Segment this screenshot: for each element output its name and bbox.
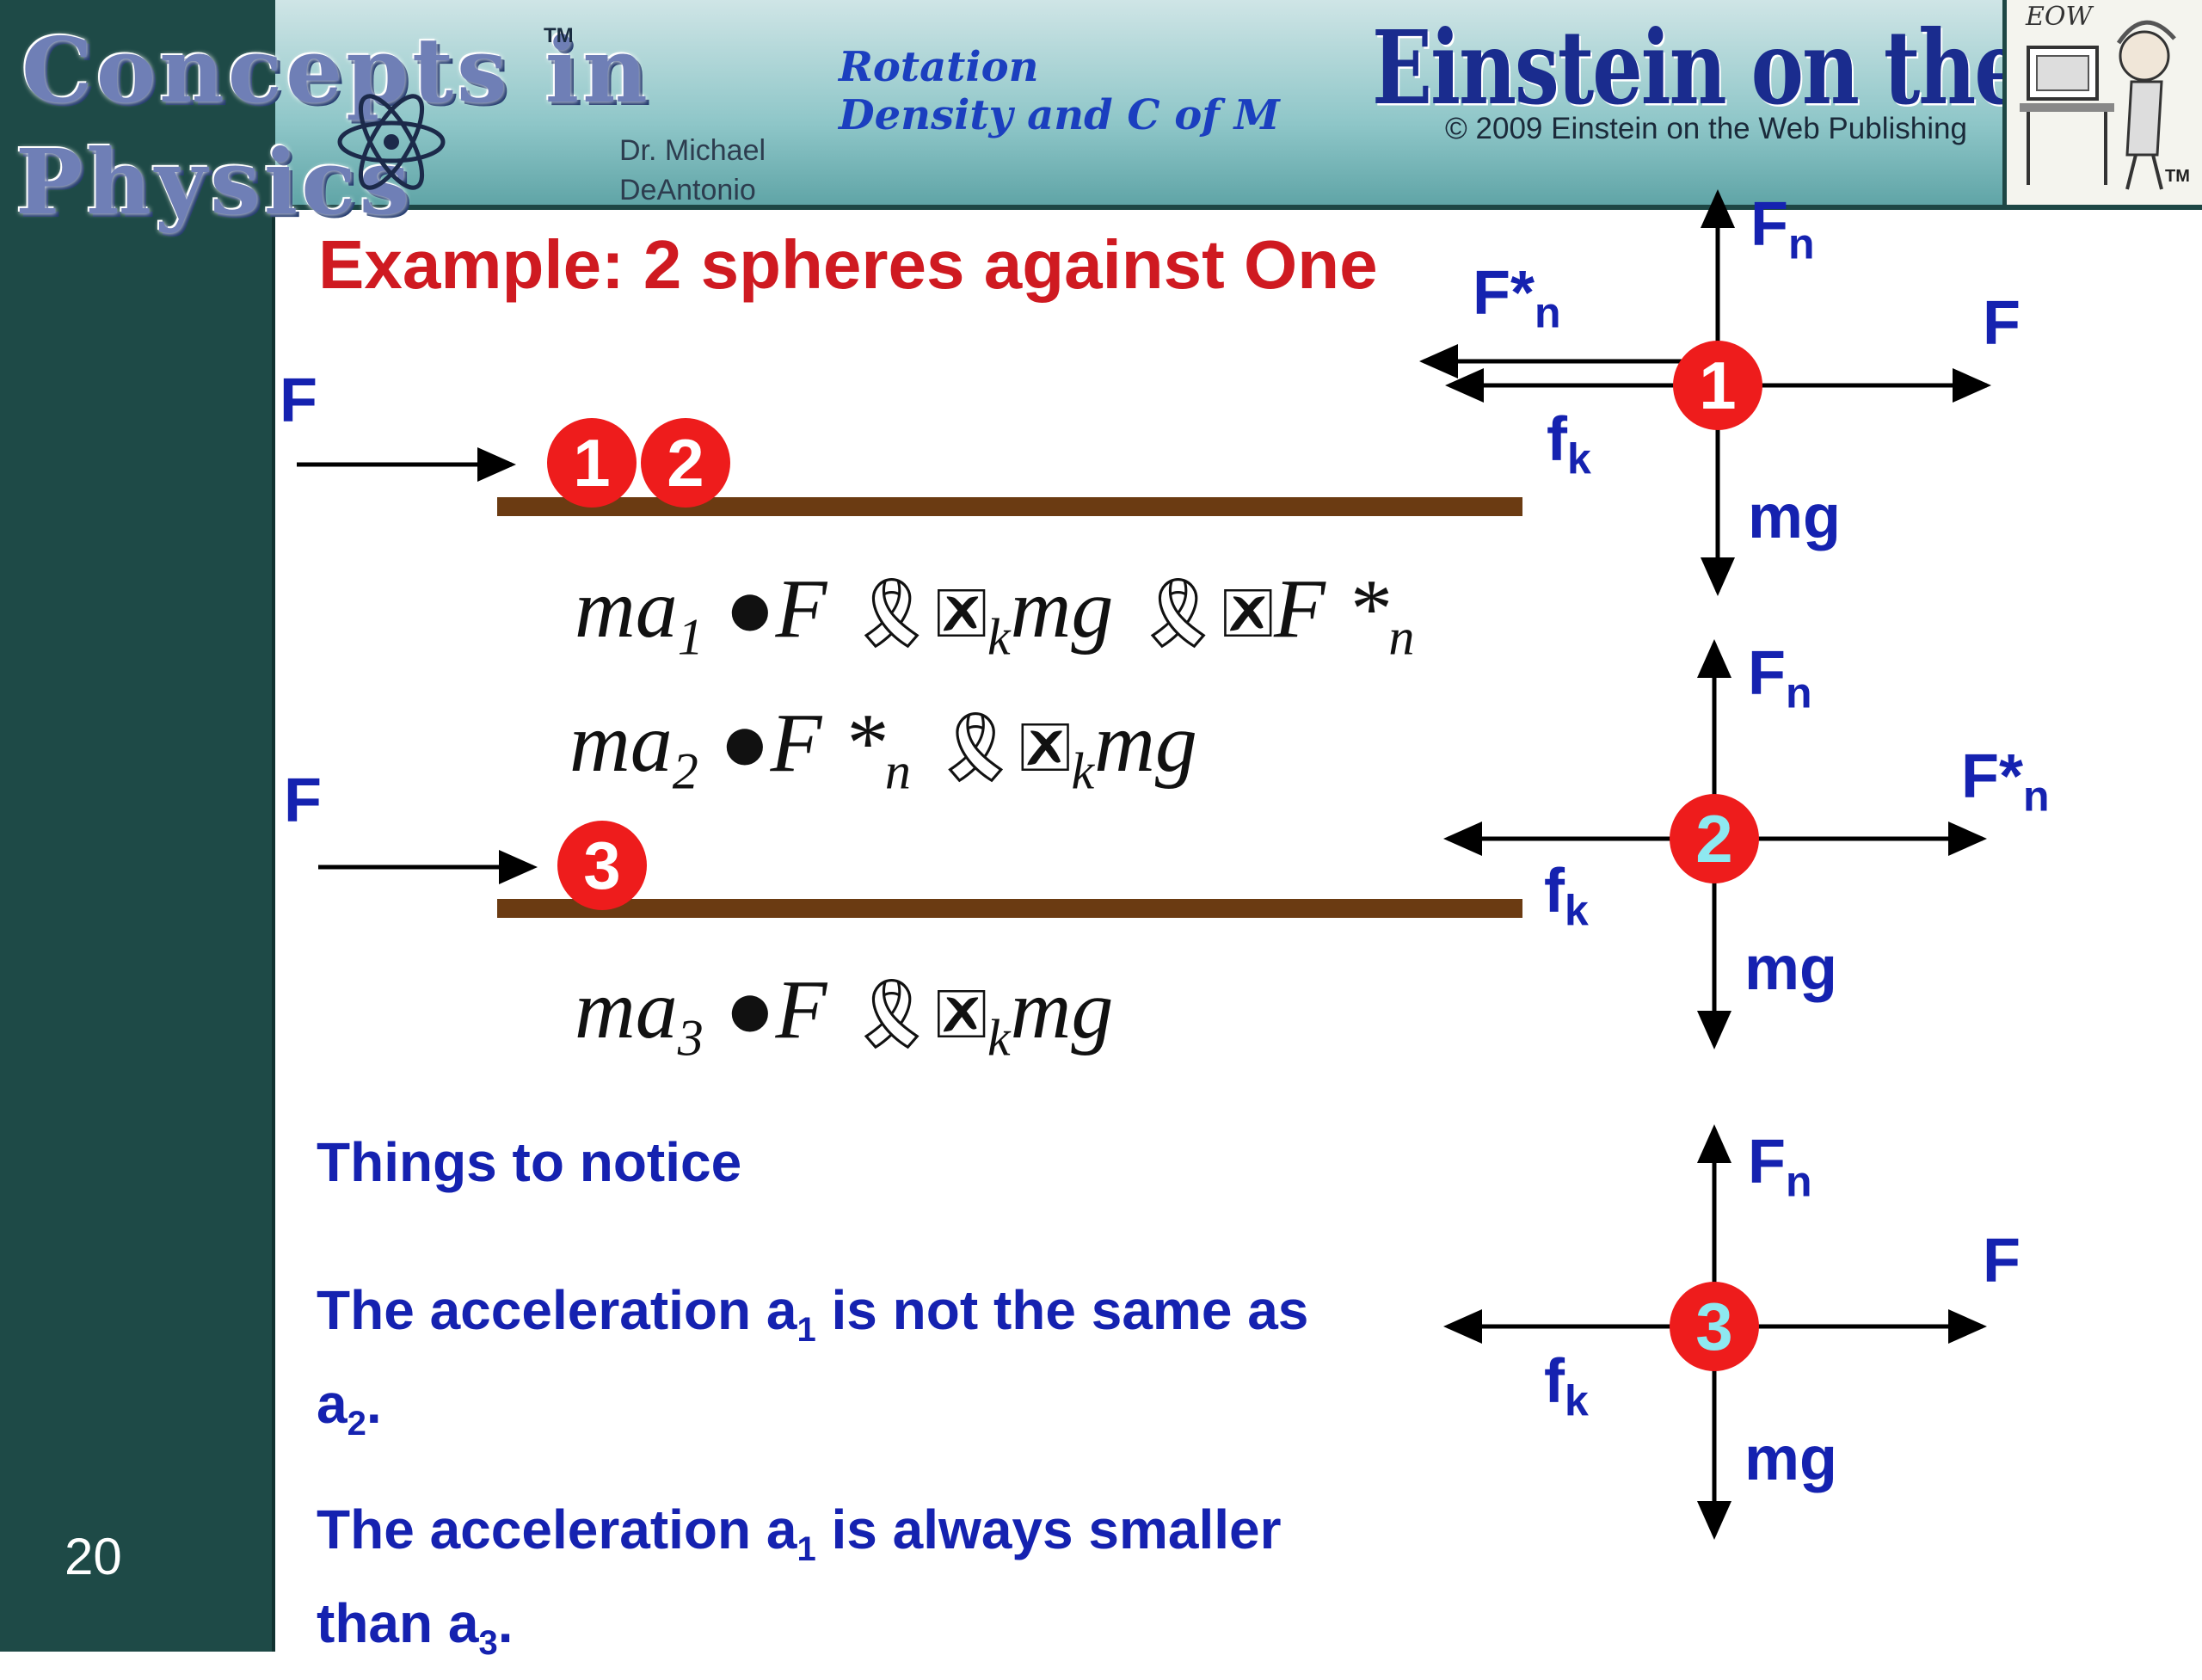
- einstein-portrait: EOW TM: [2002, 0, 2202, 205]
- eq1-term-c: F *: [1274, 563, 1389, 655]
- topic-line-1: Rotation: [839, 43, 1039, 91]
- concepts-in-physics-logo: Concepts in Physics: [0, 0, 648, 249]
- eq1-op-2: 🎗🗷: [1134, 576, 1275, 652]
- eq2-term-a: F *: [770, 697, 885, 790]
- eq1-op-1: 🎗🗷: [847, 576, 987, 652]
- floor-top: [497, 497, 1522, 516]
- applied-force-label-bottom: F: [284, 766, 322, 835]
- fbd3-friction-label: fk: [1544, 1347, 1589, 1425]
- sphere-3-label: 3: [583, 828, 620, 903]
- fbd2-sphere: [1670, 794, 1759, 883]
- eq1-lhs-sub: 1: [677, 608, 704, 666]
- slide-title: Example: 2 spheres against One: [318, 226, 1378, 303]
- note-1: The acceleration a1 is not the same as a…: [317, 1279, 1309, 1443]
- author-line-2: DeAntonio: [619, 174, 756, 206]
- eq1-sub-n: n: [1388, 608, 1415, 666]
- sphere-1: [547, 418, 637, 508]
- copyright-notice: © 2009 Einstein on the Web Publishing: [1445, 112, 1967, 145]
- sphere-2-label: 2: [667, 425, 704, 501]
- fbd1-normal-label: Fn: [1750, 190, 1815, 268]
- eq2-equals: ●: [719, 697, 771, 790]
- note-2: The acceleration a1 is always smaller th…: [317, 1498, 1282, 1662]
- topic-line-2: Density and C of M: [839, 91, 1280, 139]
- fbd1-applied-label: F: [1983, 289, 2021, 358]
- fbd2-normal-label: Fn: [1748, 639, 1812, 717]
- fbd1-weight-label: mg: [1748, 483, 1841, 551]
- eq3-op-1: 🎗🗷: [847, 977, 987, 1053]
- sphere-2: [641, 418, 730, 508]
- sidebar: [0, 0, 275, 1652]
- fbd1-friction-label: fk: [1547, 405, 1591, 483]
- eq2-sub-k: k: [1071, 742, 1095, 800]
- equation-2: ma2 ●F *n 🎗🗷kmg: [569, 695, 1197, 802]
- fbd1-sphere-label: 1: [1699, 348, 1736, 423]
- fbd2-sphere-label: 2: [1695, 801, 1732, 877]
- equation-3: ma3 ●F 🎗🗷kmg: [575, 962, 1113, 1068]
- fbd3-weight-label: mg: [1744, 1425, 1837, 1493]
- eq3-lhs-sub: 3: [677, 1009, 704, 1067]
- fbd3-normal-label: Fn: [1748, 1128, 1812, 1206]
- fbd1-contact-label: F*n: [1473, 259, 1561, 337]
- notes-heading: Things to notice: [317, 1131, 742, 1193]
- atom-icon: [337, 94, 446, 190]
- eq1-equals: ●: [724, 563, 776, 655]
- equation-1: ma1 ●F 🎗🗷kmg 🎗🗷F *n: [575, 561, 1414, 668]
- applied-force-label-top: F: [280, 366, 317, 435]
- eq2-lhs: ma: [569, 697, 673, 790]
- fbd3-applied-label: F: [1983, 1227, 2021, 1295]
- header-divider: [275, 205, 2202, 210]
- eq3-sub-k: k: [987, 1009, 1011, 1067]
- lesson-topic: Rotation Density and C of M: [839, 43, 1280, 139]
- portrait-caption: EOW: [2026, 2, 2093, 32]
- logo-trademark: TM: [544, 24, 574, 47]
- eq2-term-b: mg: [1094, 697, 1197, 790]
- eq1-sub-k: k: [987, 608, 1011, 666]
- fbd3-sphere: [1670, 1282, 1759, 1371]
- author-name: Dr. Michael DeAntonio: [619, 131, 766, 210]
- floor-bottom: [497, 899, 1522, 918]
- sidebar-edge: [272, 198, 275, 1652]
- einstein-at-computer-icon: [2020, 20, 2176, 190]
- sphere-1-label: 1: [573, 425, 610, 501]
- page-number: 20: [65, 1528, 122, 1585]
- eq1-term-a: F: [775, 563, 827, 655]
- eq3-term-a: F: [775, 963, 827, 1056]
- eq3-equals: ●: [724, 963, 776, 1056]
- eq2-sub-n: n: [884, 742, 911, 800]
- fbd1-sphere: [1673, 341, 1762, 430]
- eq3-term-b: mg: [1010, 963, 1114, 1056]
- eq1-term-b: mg: [1010, 563, 1114, 655]
- eq3-lhs: ma: [575, 963, 678, 1056]
- eq1-lhs: ma: [575, 563, 678, 655]
- fbd2-friction-label: fk: [1544, 857, 1589, 935]
- fbd3-sphere-label: 3: [1695, 1289, 1732, 1364]
- portrait-trademark: TM: [2165, 167, 2190, 186]
- eq2-op-1: 🎗🗷: [932, 711, 1072, 786]
- fbd2-contact-label: F*n: [1961, 742, 2050, 821]
- eq2-lhs-sub: 2: [672, 742, 698, 800]
- header-banner: [275, 0, 2202, 206]
- sphere-3: [557, 821, 647, 910]
- logo-line-1: Concepts in: [22, 17, 651, 123]
- fbd2-weight-label: mg: [1744, 934, 1837, 1003]
- author-line-1: Dr. Michael: [619, 134, 766, 167]
